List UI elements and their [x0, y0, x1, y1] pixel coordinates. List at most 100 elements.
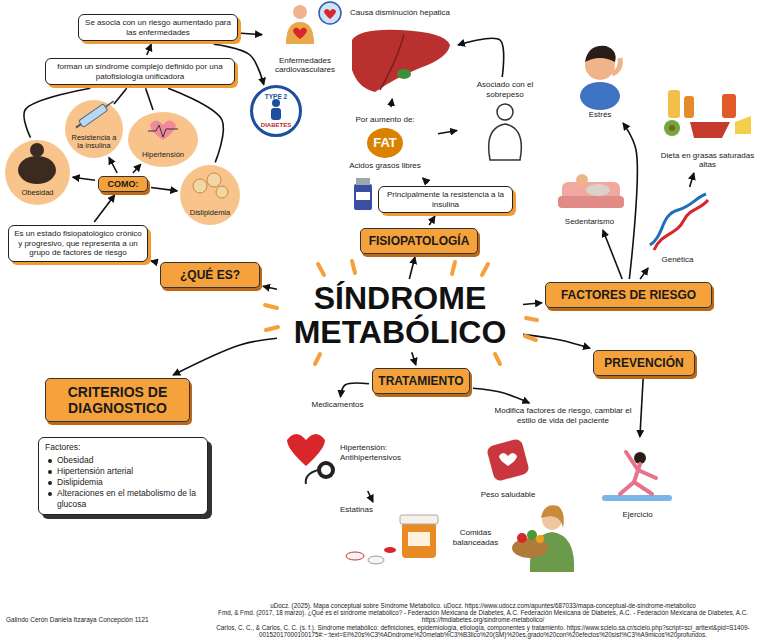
node-text: Ejercicio: [622, 510, 652, 520]
node-text: Resistencia a la insulina: [71, 134, 117, 151]
connector-arrow: [640, 379, 643, 437]
section-box: FACTORES DE RIESGO: [545, 282, 712, 308]
blood-pressure-icon: [287, 434, 335, 484]
icon-node: Comidas balanceadas: [448, 503, 585, 573]
reference-text: Carlos, C. C., & Carlos, C. C. (s. f.). …: [200, 624, 766, 638]
node-text: forman un síndrome complejo definido por…: [51, 62, 229, 81]
reference-text: uDocz. (2025). Mapa conceptual sobre Sín…: [200, 602, 766, 609]
connector-arrow: [391, 99, 392, 107]
connector-arrow: [412, 352, 416, 365]
section-box: ¿QUÉ ES?: [160, 262, 260, 288]
connector-arrow: [109, 157, 117, 173]
icon-node: Peso saludable: [468, 440, 548, 500]
heart-patient-icon: [286, 2, 341, 44]
node-text: Sedentarismo: [565, 217, 614, 227]
connector-arrow: [241, 33, 262, 34]
node-text: CRITERIOS DE DIAGNOSTICO: [50, 384, 185, 416]
cells-icon: [193, 173, 228, 198]
connector-arrow: [640, 268, 648, 279]
connector-arrow: [151, 188, 177, 191]
node-text: Asociado con el sobrepeso: [460, 80, 550, 99]
node-text: FACTORES DE RIESGO: [550, 288, 707, 302]
reference-text: Fmd, & Fmd. (2017, 18 marzo). ¿Qué es el…: [200, 609, 766, 623]
node-text: FAT: [367, 128, 403, 158]
connector-arrow: [523, 303, 542, 305]
connector-arrow: [94, 195, 114, 222]
heart-monitor-icon: [148, 121, 178, 141]
connector-arrow: [340, 383, 369, 397]
connector-arrow: [690, 173, 694, 187]
node-text: Modifica factores de riesgo, cambiar el …: [488, 406, 638, 425]
saturated-fat-food: [664, 90, 751, 138]
connector-arrow: [73, 177, 95, 180]
icon-node: Enfermedades cardiovasculares: [265, 0, 345, 75]
connector-arrow: [423, 178, 428, 183]
couch-icon: [558, 174, 624, 208]
node-text: PREVENCIÓN: [598, 356, 690, 370]
icon-node: Estrés: [565, 30, 635, 120]
exercise-icon: [602, 452, 672, 501]
concept-circle: Dislipidemia: [180, 165, 240, 225]
node-text: Obesidad: [45, 455, 201, 466]
section-box: CRITERIOS DE DIAGNOSTICO: [45, 378, 190, 422]
connector-arrow: [458, 38, 504, 77]
node-text: Peso saludable: [481, 490, 536, 500]
node-text: Estatinas: [340, 505, 373, 515]
connector-arrow: [133, 164, 141, 173]
node-text: SÍNDROME METABÓLICO: [280, 282, 520, 349]
icon-node: Causa disminución hepatica: [345, 8, 455, 96]
node-text: TYPE 2: [265, 93, 287, 100]
node-text: Dislipidemia: [45, 477, 201, 488]
node-text: Comidas balanceadas: [448, 528, 503, 547]
woman-with-vegetables: [512, 505, 574, 572]
node-text: Alteraciones en el metabolismo de la glu…: [45, 488, 201, 510]
connector-arrow: [523, 334, 590, 348]
icon-node: Dieta en grasas saturadas altas: [655, 85, 760, 170]
author-text: Galindo Cerón Daniela Itzaraya Concepció…: [6, 616, 156, 624]
connector-arrow: [368, 491, 373, 502]
icon-node: Asociado con el sobrepeso: [460, 80, 550, 165]
icon-node: Estatinas: [335, 505, 445, 570]
node-text: Dislipidemia: [190, 209, 230, 217]
node-text: FISIOPATOLOGÍA: [365, 234, 473, 248]
connector-arrow: [114, 88, 127, 104]
connector-arrow: [623, 123, 637, 279]
section-box: FISIOPATOLOGÍA: [360, 228, 478, 254]
connector-arrow: [438, 131, 457, 134]
pills-icon: [346, 515, 438, 564]
person-outline: [489, 104, 522, 160]
node-text: Causa disminución hepatica: [350, 8, 450, 18]
node-text: Enfermedades cardiovasculares: [265, 56, 345, 75]
node-text: DIABETES: [261, 122, 291, 128]
note-box: Es un estado fisiopatológico crónico y p…: [8, 225, 148, 262]
references: uDocz. (2025). Mapa conceptual sobre Sín…: [200, 602, 766, 638]
central-title: SÍNDROME METABÓLICO: [280, 282, 520, 349]
list-box: Factores:ObesidadHipertensión arterialDi…: [38, 437, 208, 515]
diabetes-badge: TYPE 2 DIABETES: [250, 85, 302, 137]
node-text: ¿QUÉ ES?: [165, 268, 255, 282]
sunburst: [265, 261, 537, 364]
icon-node: Genética: [645, 190, 710, 265]
note-box: Principalmente la resistencia a la insul…: [378, 186, 513, 213]
node-text: Hipertensión: Antihipertensivos: [340, 443, 417, 462]
stress-icon: [580, 46, 620, 110]
node-text: Obesidad: [21, 189, 53, 197]
section-box: COMO:: [98, 176, 148, 192]
node-text: Principalmente la resistencia a la insul…: [384, 190, 507, 209]
note-box: Se asocia con un riesgo aumentado para l…: [78, 14, 238, 41]
section-box: TRATAMIENTO: [372, 368, 470, 394]
syringe-icon: [74, 98, 116, 131]
dna-icon: [650, 194, 708, 250]
node-text: Se asocia con un riesgo aumentado para l…: [84, 18, 232, 37]
note-box: forman un síndrome complejo definido por…: [45, 58, 235, 85]
section-box: PREVENCIÓN: [593, 350, 695, 376]
icon-node: Ejercicio: [600, 440, 675, 520]
insulin-vial: [354, 178, 372, 210]
node-text: TRATAMIENTO: [377, 374, 465, 388]
text-node: Modifica factores de riesgo, cambiar el …: [488, 406, 638, 425]
concept-circle: Hipertensión: [128, 112, 198, 167]
node-text: Genética: [661, 255, 693, 265]
diabetes-figure: [271, 99, 281, 120]
node-text: Es un estado fisiopatológico crónico y p…: [14, 229, 142, 258]
node-text: Hipertensión: [142, 151, 184, 159]
